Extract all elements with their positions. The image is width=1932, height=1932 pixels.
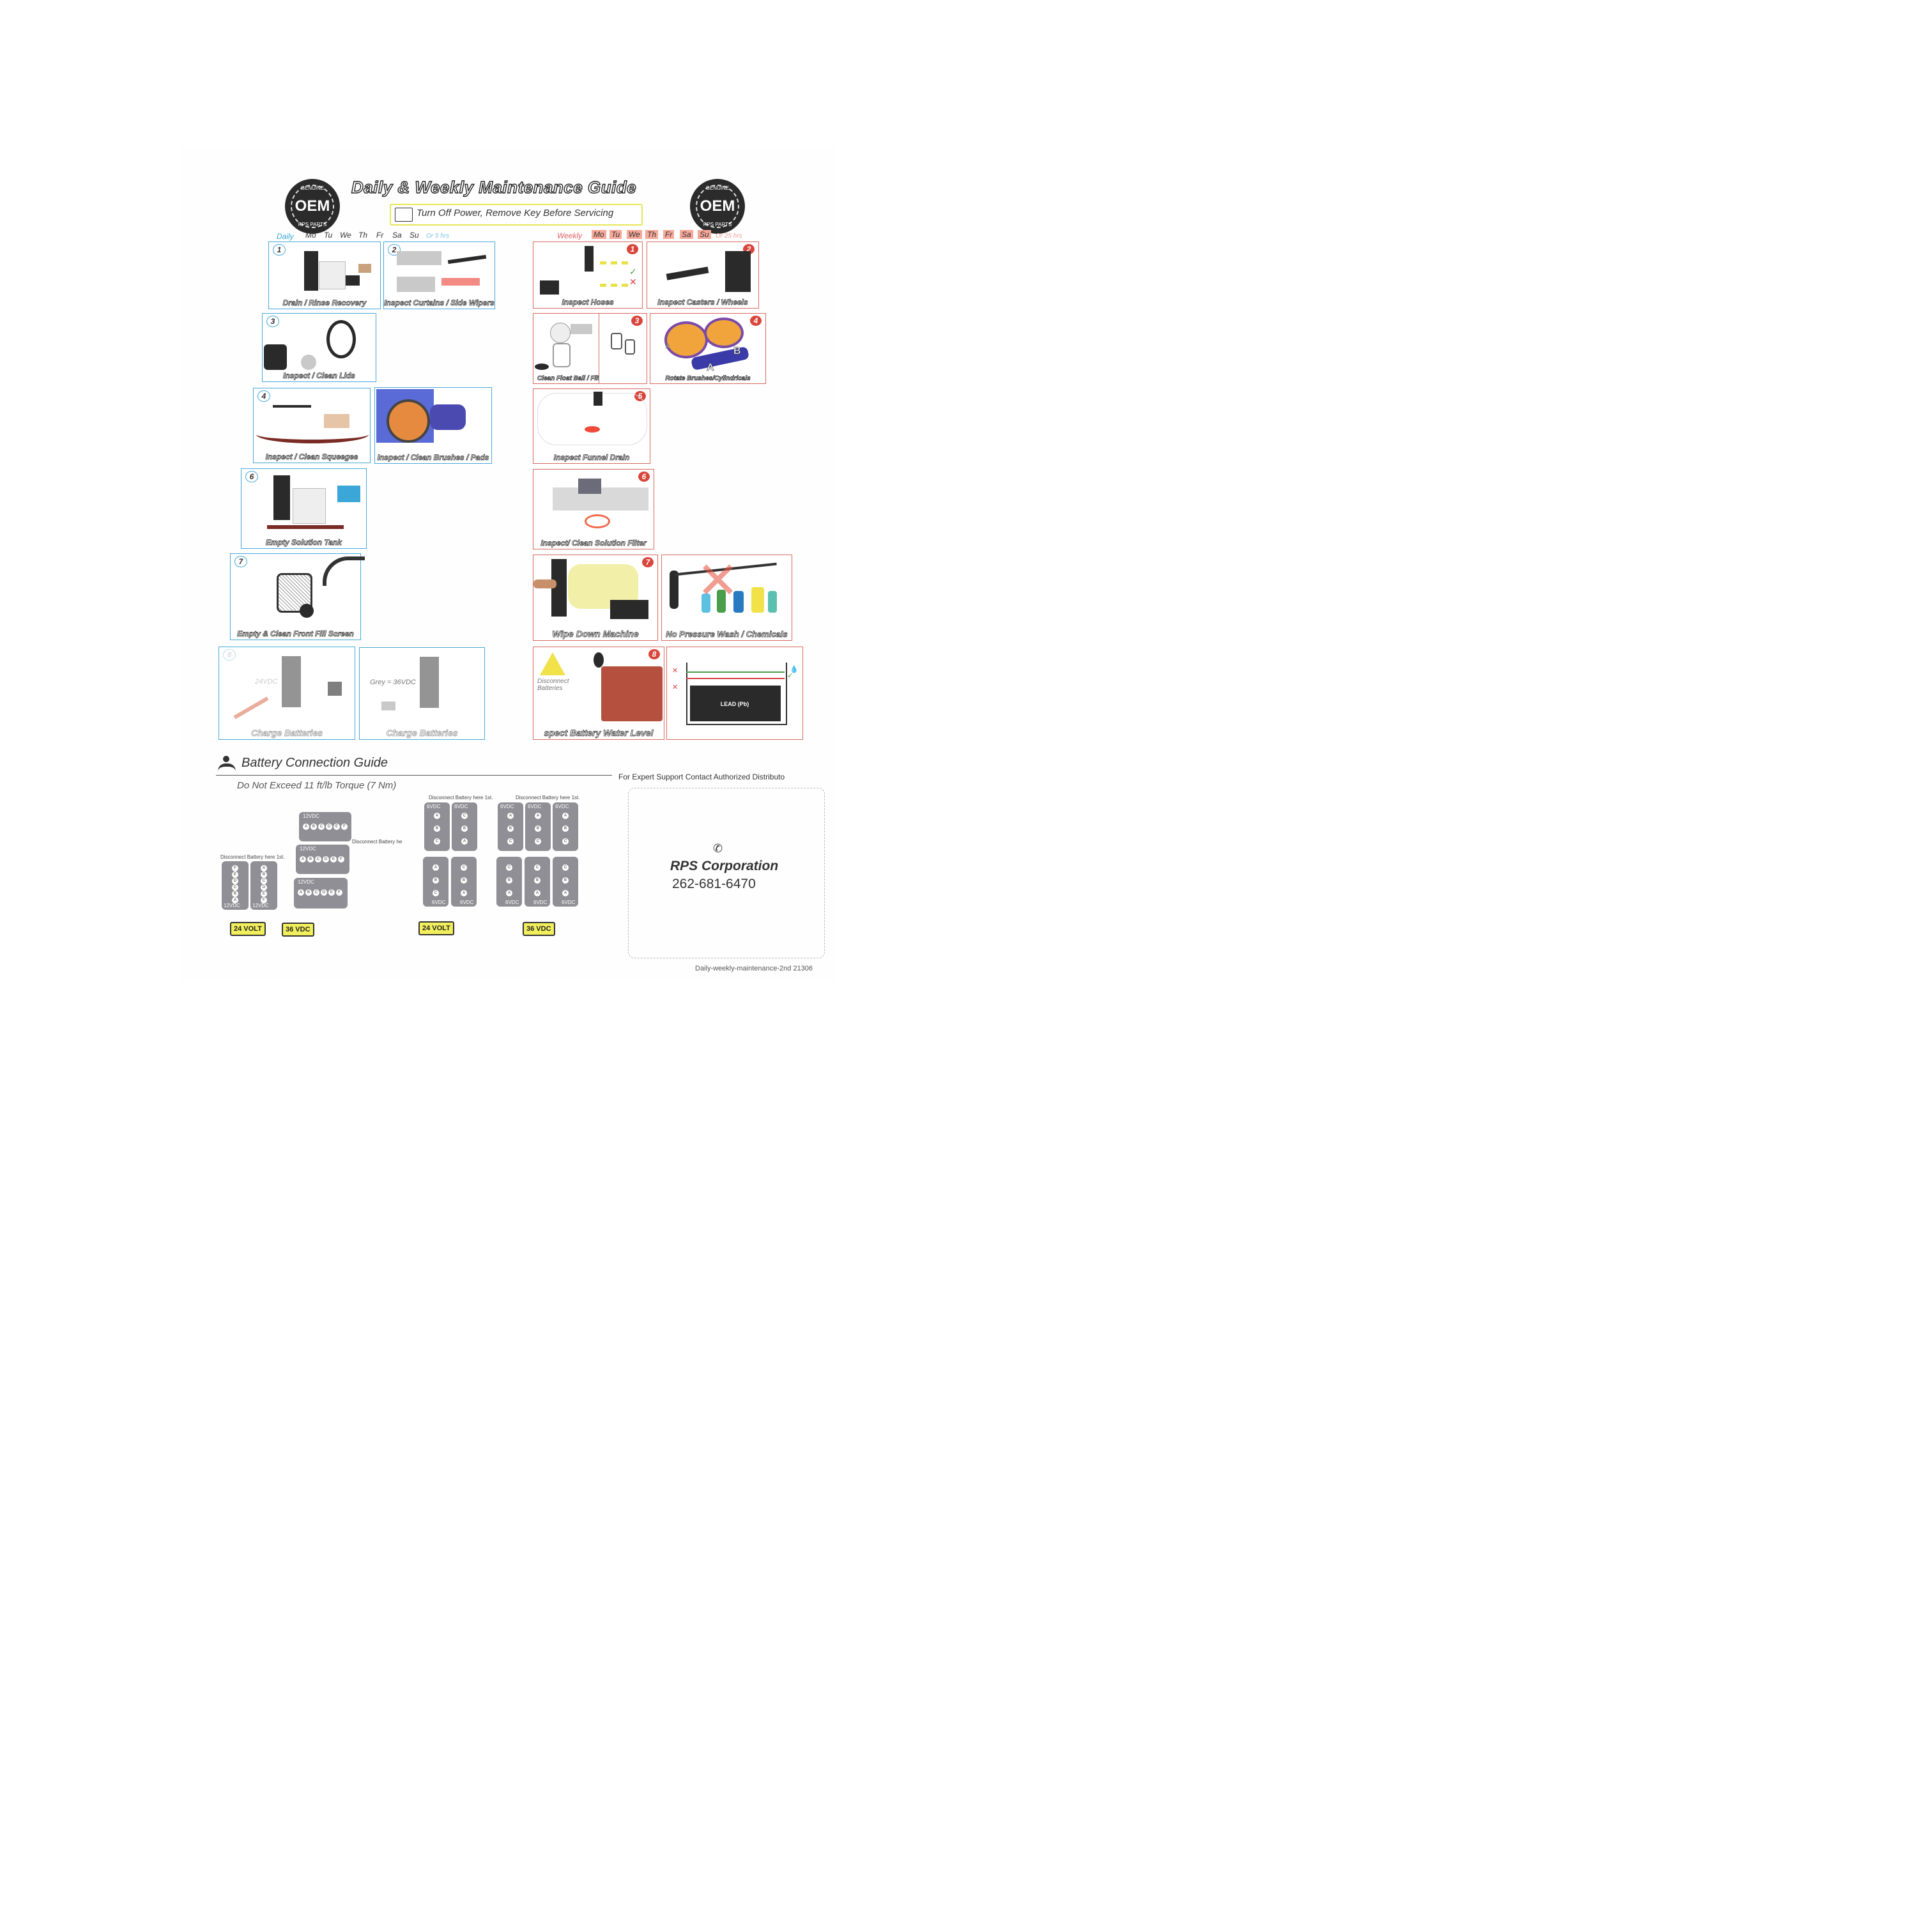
daily-step-card: Grey = 36VDC Charge Batteries (359, 647, 485, 740)
daily-day: Fr (376, 231, 384, 240)
key-plug-icon (395, 208, 413, 222)
step-caption: Inspect Funnel Drain (553, 453, 630, 463)
step-caption: Rotate Brushes/Cylindricals (665, 375, 751, 383)
voltage-badge: 24 VOLT (418, 921, 454, 935)
voltage-badge: 24 VOLT (230, 922, 266, 936)
step-caption: Inspect / Clean Squeegee (265, 452, 358, 462)
company-name: RPS Corporation (670, 859, 779, 873)
weekly-label: Weekly (557, 231, 583, 240)
battery-6vdc: 6VDC A B C (553, 802, 578, 851)
battery-12vdc: 12VDC A B C D E F (296, 845, 349, 874)
battery-6vdc: 6VDC A B C (423, 857, 448, 907)
lead-plate-label: LEAD (Pb) (720, 701, 749, 707)
step-caption: Inspect / Clean Brushes / Pads (377, 453, 489, 463)
daily-day: Th (358, 231, 368, 240)
document-code: Daily-weekly-maintenance-2nd 21306 (695, 965, 813, 972)
oem-label: OEM (700, 197, 735, 215)
x-icon: ✕ (629, 277, 637, 287)
page-title: Daily & Weekly Maintenance Guide (351, 177, 637, 197)
step-caption: Empty & Clean Front Fill Screen (237, 629, 355, 639)
warning-icon (540, 652, 565, 675)
weekly-day: Sa (680, 230, 693, 239)
warning-text: Turn Off Power, Remove Key Before Servic… (417, 208, 614, 218)
torque-note: Do Not Exceed 11 ft/lb Torque (7 Nm) (237, 780, 397, 791)
step-caption: Charge Batteries (250, 728, 323, 739)
daily-step-card: 7 Empty & Clean Front Fill Screen (230, 553, 365, 640)
weekly-interval: Or 25 hrs (716, 233, 742, 240)
battery-12vdc: 12VDC A B C D E F (294, 878, 348, 908)
daily-day: Tu (324, 231, 333, 240)
expert-support-text: For Expert Support Contact Authorized Di… (618, 772, 785, 781)
daily-day: Sa (392, 231, 402, 240)
weekly-day: Mo (592, 230, 606, 239)
divider (216, 775, 612, 776)
daily-interval: Or 5 hrs (426, 233, 450, 240)
oem-badge-right: GENUINE OEM RPS PARTS (690, 179, 745, 234)
voltage-badge: 36 VDC (523, 922, 555, 936)
step-caption: spect Battery Water Level (544, 728, 654, 739)
battery-6vdc: 6VDC C B A (452, 802, 477, 851)
battery-6vdc: 6VDC A B C (424, 802, 450, 851)
step-caption: Drain / Rinse Recovery (282, 298, 367, 308)
battery-12vdc: 12VDC A B C D E F (250, 861, 277, 910)
weekly-day: Su (698, 230, 711, 239)
weekly-step-card: 7 Wipe Down Machine (533, 555, 658, 641)
battery-12vdc: 12VDC F E D C B A (222, 861, 249, 910)
battery-6vdc: 6VDC A B C (498, 802, 523, 851)
step-caption: Inspect Curtains / Side Wipers (384, 298, 494, 308)
daily-day: Su (410, 231, 419, 240)
battery-6vdc: 6VDC A B C (525, 802, 551, 851)
contact-box (628, 788, 825, 958)
weekly-step-card: 1 ✓ ✕ Inspect Hoses (533, 241, 643, 309)
weekly-step-card: 4 B A A Rotate Brushes/Cylindricals (650, 313, 766, 384)
voltage-badge: 36 VDC (282, 923, 314, 937)
daily-step-card: 3 Inspect / Clean Lids (262, 313, 376, 382)
step-caption: Wipe Down Machine (552, 629, 639, 640)
prohibited-x-icon: ✕ (696, 552, 740, 609)
weekly-step-card: 6 Inspect/ Clean Solution Filter (533, 469, 654, 549)
battery-6vdc: 6VDC C B A (496, 857, 522, 907)
step-caption: Empty Solution Tank (266, 538, 342, 548)
weekly-step-card: 2 Inspect Casters / Wheels (647, 241, 759, 309)
water-drop-icon: 💧 (790, 666, 799, 673)
step-caption: No Pressure Wash / Chemicals (666, 629, 788, 640)
daily-step-card: 6 Empty Solution Tank (241, 468, 367, 549)
daily-step-card: 4 Inspect / Clean Squeegee (253, 388, 371, 463)
weekly-day: Th (645, 230, 659, 239)
check-icon: ✓ (629, 266, 637, 277)
weekly-day: Tu (610, 230, 622, 239)
weekly-day: Fr (663, 230, 675, 239)
daily-step-card: 8 24VDC Charge Batteries (218, 647, 355, 740)
daily-day: We (340, 231, 351, 240)
step-caption: Inspect / Clean Lids (283, 371, 356, 381)
weekly-step-card: 3 (599, 313, 647, 384)
weekly-step-card: 8 Disconnect Batteries spect Battery Wat… (533, 647, 664, 740)
battery-6vdc: 6VDC C B A (553, 857, 578, 907)
battery-6vdc: 6VDC C B A (451, 857, 477, 907)
weekly-step-card: ✕ No Pressure Wash / Chemicals (661, 555, 792, 641)
daily-step-card: 5 Inspect / Clean Brushes / Pads (374, 387, 492, 464)
battery-6vdc: 6VDC C B A (525, 857, 550, 907)
battery-guide-title: Battery Connection Guide (241, 756, 388, 770)
daily-step-card: 1 Drain / Rinse Recovery (268, 241, 381, 309)
daily-label: Daily (277, 232, 294, 241)
step-caption: Inspect/ Clean Solution Filter (540, 539, 647, 548)
step-caption: Inspect Hoses (562, 298, 614, 307)
weekly-day: We (627, 230, 642, 239)
safety-warning: Turn Off Power, Remove Key Before Servic… (390, 204, 643, 226)
step-caption: Clean Float Ball / Filter / Screen (537, 375, 633, 383)
oem-label: OEM (295, 197, 330, 215)
daily-step-card: 2 Inspect Curtains / Side Wipers (383, 241, 495, 309)
step-caption: Charge Batteries (386, 728, 458, 739)
weekly-step-card: Clean Float Ball / Filter / Screen (533, 313, 633, 384)
reading-person-icon (218, 756, 237, 771)
phone-icon: ✆ (713, 842, 723, 855)
phone-number[interactable]: 262-681-6470 (672, 877, 756, 891)
weekly-step-card: LEAD (Pb) ✕ ✕ ✓ 💧 (666, 647, 803, 740)
step-caption: Inspect Casters / Wheels (657, 298, 748, 307)
weekly-step-card: 5 Inspect Funnel Drain (533, 388, 650, 464)
daily-day: Mo (305, 231, 316, 240)
oem-badge-left: GENUINE OEM RPS PARTS (285, 179, 340, 234)
battery-12vdc: 12VDC A B C D E F (299, 812, 351, 841)
